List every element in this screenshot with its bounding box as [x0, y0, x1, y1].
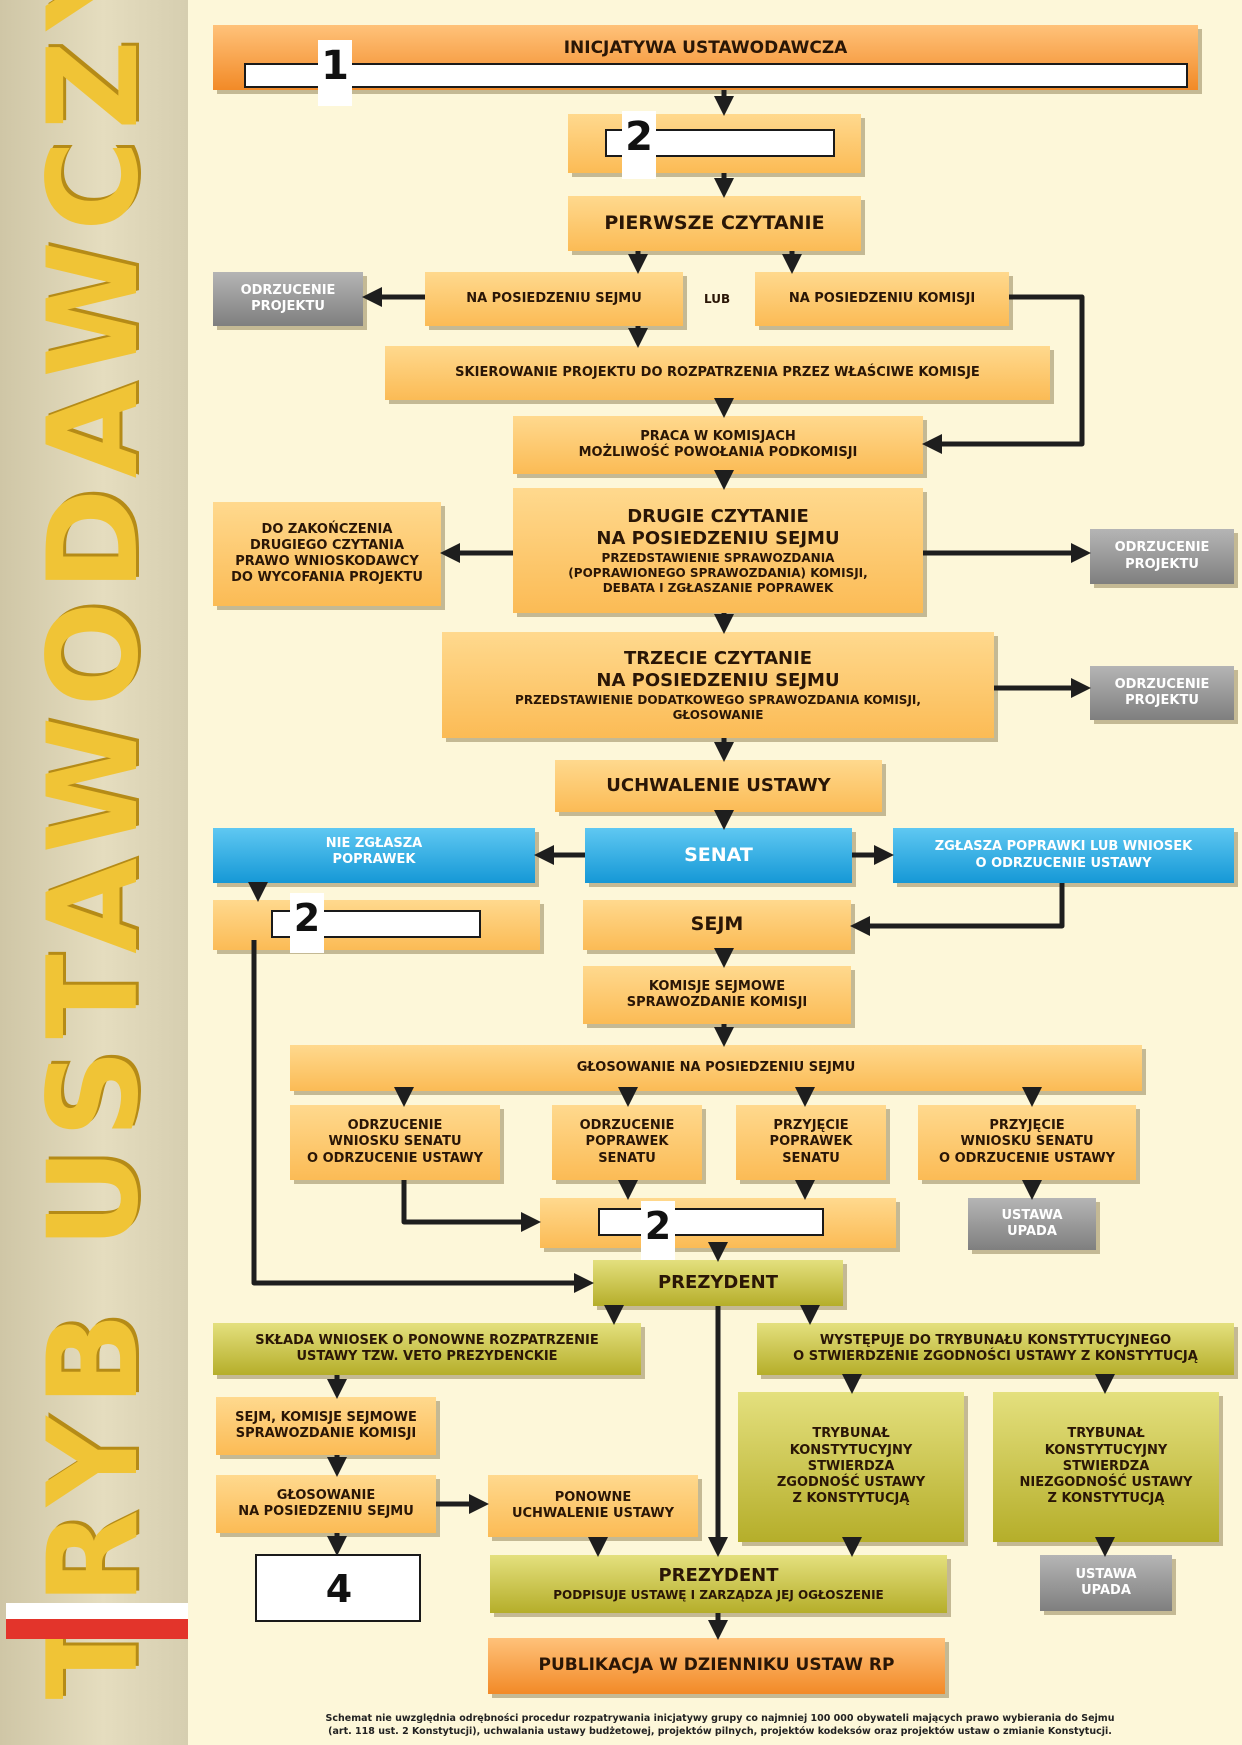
- box-odrzucenie-wniosku-senatu: ODRZUCENIE WNIOSKU SENATU O ODRZUCENIE U…: [290, 1105, 500, 1180]
- box-komisje-sejmowe: KOMISJE SEJMOWE SPRAWOZDANIE KOMISJI: [583, 966, 851, 1024]
- box-wystepuje-do-trybunalu: WYSTĘPUJE DO TRYBUNAŁU KONSTYTUCYJNEGO O…: [757, 1323, 1234, 1375]
- box-ustawa-upada-2: USTAWA UPADA: [1040, 1555, 1172, 1611]
- box-praca-w-komisjach: PRACA W KOMISJACH MOŻLIWOŚĆ POWOŁANIA PO…: [513, 416, 923, 474]
- arrow: [401, 1180, 541, 1232]
- box-pierwsze-czytanie: PIERWSZE CZYTANIE: [568, 196, 861, 251]
- box-przyjecie-poprawek-senatu: PRZYJĘCIE POPRAWEK SENATU: [736, 1105, 886, 1180]
- arrow: [850, 883, 1065, 936]
- blank-field-2c: [598, 1208, 824, 1236]
- box-sejm-komisje-sejmowe: SEJM, KOMISJE SEJMOWE SPRAWOZDANIE KOMIS…: [216, 1397, 436, 1455]
- box-prezydent-podpisuje: PREZYDENT PODPISUJE USTAWĘ I ZARZĄDZA JE…: [490, 1555, 947, 1613]
- blank-field-1: [244, 63, 1188, 88]
- box-skierowanie-projektu: SKIEROWANIE PROJEKTU DO ROZPATRZENIA PRZ…: [385, 346, 1050, 400]
- box-odrzucenie-projektu-1: ODRZUCENIE PROJEKTU: [213, 272, 363, 326]
- box-ustawa-upada-1: USTAWA UPADA: [968, 1198, 1096, 1250]
- box-na-posiedzeniu-sejmu: NA POSIEDZENIU SEJMU: [425, 272, 683, 326]
- box-publikacja-dziennik-ustaw: PUBLIKACJA W DZIENNIKU USTAW RP: [488, 1638, 945, 1694]
- box-tk-stwierdza-niezgodnosc: TRYBUNAŁ KONSTYTUCYJNY STWIERDZA NIEZGOD…: [993, 1392, 1219, 1542]
- box-sejm: SEJM: [583, 900, 851, 950]
- blank-number-4: 4: [322, 1570, 356, 1610]
- box-glosowanie-na-posiedzeniu-sejmu: GŁOSOWANIE NA POSIEDZENIU SEJMU: [290, 1045, 1142, 1091]
- box-na-posiedzeniu-komisji: NA POSIEDZENIU KOMISJI: [755, 272, 1009, 326]
- box-trzecie-czytanie: TRZECIE CZYTANIE NA POSIEDZENIU SEJMU PR…: [442, 632, 994, 738]
- box-nie-zglasza-poprawek: NIE ZGŁASZA POPRAWEK: [213, 828, 535, 883]
- box-zglasza-poprawki: ZGŁASZA POPRAWKI LUB WNIOSEK O ODRZUCENI…: [893, 828, 1234, 883]
- box-odrzucenie-poprawek-senatu: ODRZUCENIE POPRAWEK SENATU: [552, 1105, 702, 1180]
- box-prezydent: PREZYDENT: [593, 1260, 843, 1306]
- label-lub: LUB: [704, 292, 731, 306]
- blank-number-2c: 2: [641, 1201, 675, 1261]
- box-przyjecie-wniosku-senatu: PRZYJĘCIE WNIOSKU SENATU O ODRZUCENIE US…: [918, 1105, 1136, 1180]
- box-drugie-czytanie: DRUGIE CZYTANIE NA POSIEDZENIU SEJMU PRZ…: [513, 488, 923, 613]
- box-odrzucenie-projektu-3: ODRZUCENIE PROJEKTU: [1090, 666, 1234, 720]
- sidebar: TRYB USTAWODAWCZY: [0, 0, 188, 1745]
- footnote: Schemat nie uwzględnia odrębności proced…: [325, 1713, 1115, 1737]
- box-glosowanie-po-veto: GŁOSOWANIE NA POSIEDZENIU SEJMU: [216, 1475, 436, 1533]
- box-ponowne-uchwalenie: PONOWNE UCHWALENIE USTAWY: [488, 1475, 698, 1537]
- flag-white-stripe: [6, 1603, 188, 1619]
- box-uchwalenie-ustawy: UCHWALENIE USTAWY: [555, 760, 882, 812]
- box-veto-prezydenckie: SKŁADA WNIOSEK O PONOWNE ROZPATRZENIE US…: [213, 1323, 641, 1375]
- box-odrzucenie-projektu-2: ODRZUCENIE PROJEKTU: [1090, 529, 1234, 584]
- blank-number-2b: 2: [290, 893, 324, 953]
- box-senat: SENAT: [585, 828, 852, 883]
- vertical-title: TRYB USTAWODAWCZY: [22, 0, 166, 1700]
- flag-red-stripe: [6, 1619, 188, 1639]
- box-prawo-wycofania: DO ZAKOŃCZENIA DRUGIEGO CZYTANIA PRAWO W…: [213, 502, 441, 606]
- box-tk-stwierdza-zgodnosc: TRYBUNAŁ KONSTYTUCYJNY STWIERDZA ZGODNOŚ…: [738, 1392, 964, 1542]
- blank-number-1: 1: [318, 40, 352, 106]
- blank-number-2a: 2: [622, 111, 656, 179]
